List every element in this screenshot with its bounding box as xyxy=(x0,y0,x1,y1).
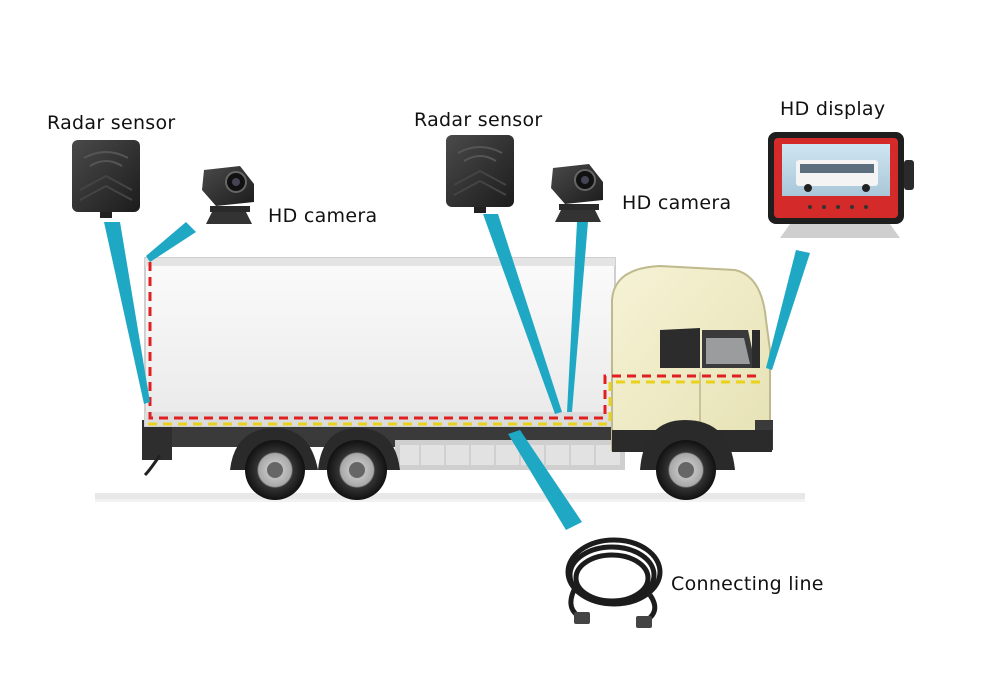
hd-display-icon xyxy=(768,132,914,238)
front-wheel xyxy=(656,440,716,500)
box-truck-image xyxy=(142,257,773,500)
cargo-box xyxy=(144,257,616,427)
ground-line xyxy=(95,493,805,502)
hd-camera-icon xyxy=(202,166,254,224)
hd-camera-label-left: HD camera xyxy=(268,205,378,227)
radar-sensor-label-left: Radar sensor xyxy=(47,112,176,134)
radar-sensor-icon xyxy=(72,140,140,218)
connecting-cable-icon xyxy=(565,537,663,625)
cable-connector xyxy=(574,612,652,628)
rear-wheel-2 xyxy=(327,440,387,500)
hd-camera-label-right: HD camera xyxy=(622,192,732,214)
wiring-path xyxy=(148,262,765,426)
connecting-line-label: Connecting line xyxy=(671,573,824,595)
radar-sensor-label-right: Radar sensor xyxy=(414,109,543,131)
hd-display-label: HD display xyxy=(780,98,886,120)
hd-camera-icon xyxy=(551,164,603,222)
rear-wheel-1 xyxy=(245,440,305,500)
radar-sensor-icon xyxy=(446,135,514,213)
signal-beams xyxy=(104,214,810,530)
